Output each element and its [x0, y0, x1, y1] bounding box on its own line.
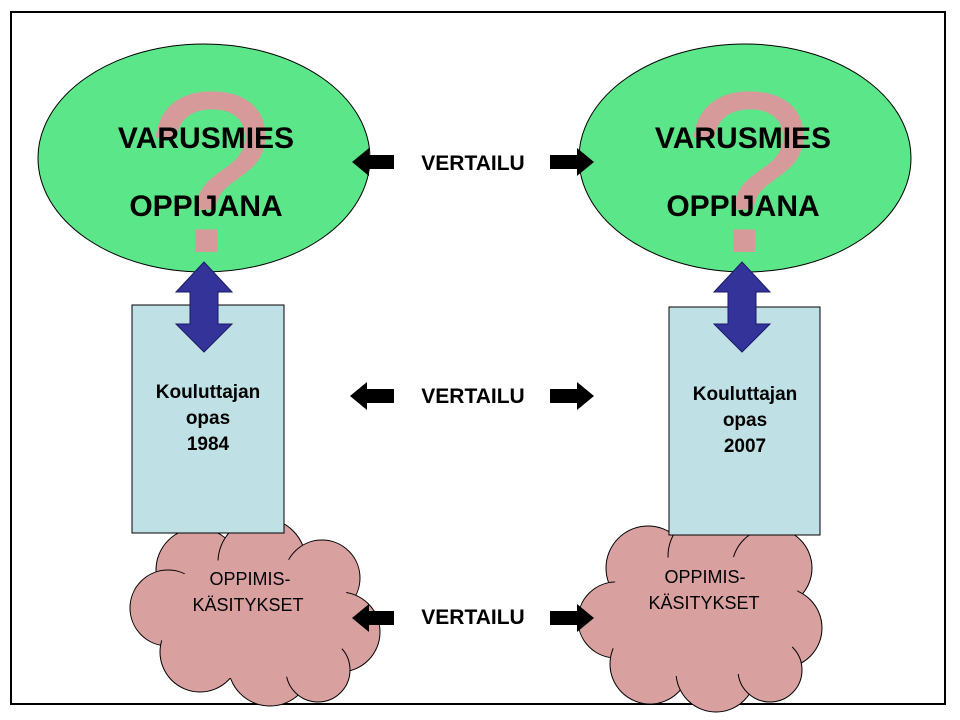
right-learner-node: ? VARUSMIES OPPIJANA: [578, 43, 912, 301]
left-cloud-line2: KÄSITYKSET: [192, 595, 303, 615]
left-conceptions-cloud: OPPIMIS- KÄSITYKSET: [129, 517, 381, 707]
comparison-3-right-arrowhead: [550, 604, 594, 632]
left-guide-line2: opas: [186, 408, 230, 429]
right-cloud-line2: KÄSITYKSET: [648, 593, 759, 613]
comparison-2-label: VERTAILU: [421, 385, 524, 408]
comparison-row-3: VERTAILU: [352, 604, 594, 632]
comparison-1-right-arrowhead: [550, 148, 594, 176]
right-learner-line2: OPPIJANA: [666, 190, 819, 223]
comparison-1-label: VERTAILU: [421, 152, 524, 175]
right-guide-year: 2007: [724, 436, 766, 457]
left-guide-line1: Kouluttajan: [156, 382, 261, 403]
left-learner-node: ? VARUSMIES OPPIJANA: [37, 43, 371, 301]
comparison-row-2: VERTAILU: [350, 382, 594, 410]
right-question-mark: ?: [684, 44, 812, 301]
comparison-1-left-arrowhead: [352, 148, 394, 176]
comparison-row-1: VERTAILU: [352, 148, 594, 176]
right-cloud-line1: OPPIMIS-: [664, 567, 745, 587]
right-conceptions-cloud: OPPIMIS- KÄSITYKSET: [577, 511, 823, 713]
left-question-mark: ?: [146, 44, 274, 301]
left-guide-year: 1984: [187, 434, 230, 455]
left-cloud-line1: OPPIMIS-: [209, 569, 290, 589]
right-vertical-double-arrow: [712, 261, 772, 353]
diagram-frame: [10, 11, 946, 705]
left-learner-line1: VARUSMIES: [118, 122, 294, 155]
comparison-3-label: VERTAILU: [421, 606, 524, 629]
comparison-3-left-arrowhead: [352, 604, 394, 632]
right-guide-line1: Kouluttajan: [693, 384, 798, 405]
comparison-2-right-arrowhead: [550, 382, 594, 410]
left-vertical-double-arrow: [174, 261, 234, 353]
right-learner-line1: VARUSMIES: [655, 122, 831, 155]
comparison-2-left-arrowhead: [350, 382, 394, 410]
right-guide-line2: opas: [723, 410, 767, 431]
left-learner-line2: OPPIJANA: [129, 190, 282, 223]
